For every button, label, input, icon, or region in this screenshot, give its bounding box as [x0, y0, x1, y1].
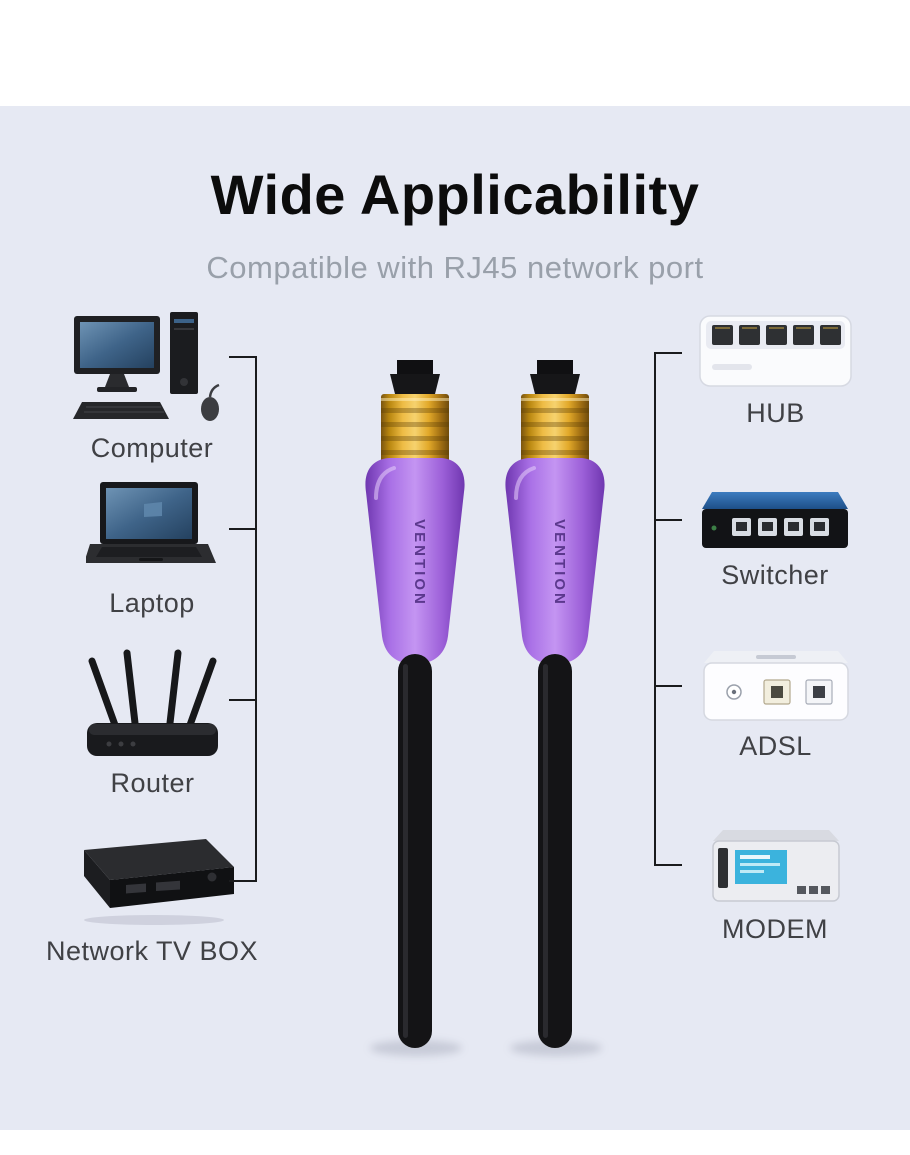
- bracket-tick-modem: [656, 864, 682, 866]
- bracket-tick-computer: [229, 356, 255, 358]
- device-computer: Computer: [62, 310, 242, 464]
- cable-shadow-left: [370, 1040, 462, 1056]
- brand-text-left: VENTION: [411, 519, 428, 607]
- bracket-tick-hub: [656, 352, 682, 354]
- device-label-adsl: ADSL: [739, 731, 812, 761]
- adsl-icon: [703, 651, 849, 721]
- device-label-laptop: Laptop: [109, 588, 195, 618]
- bracket-tick-adsl: [656, 685, 682, 687]
- device-adsl: ADSL: [698, 648, 853, 762]
- hub-icon: [699, 315, 852, 387]
- laptop-icon: [86, 482, 216, 563]
- rj45-connector-right: VENTION: [505, 360, 605, 1048]
- background-panel: [0, 106, 910, 1130]
- device-label-computer: Computer: [90, 433, 214, 463]
- bracket-tick-laptop: [229, 528, 255, 530]
- bracket-line-left: [255, 356, 257, 882]
- modem-icon: [712, 830, 840, 902]
- device-label-hub: HUB: [746, 398, 805, 428]
- page-subtitle: Compatible with RJ45 network port: [206, 250, 704, 285]
- device-label-switcher: Switcher: [721, 560, 829, 590]
- page-title: Wide Applicability: [210, 163, 700, 226]
- bracket-tick-network-tv-box: [229, 880, 255, 882]
- brand-text-right: VENTION: [551, 519, 568, 607]
- device-modem: MODEM: [705, 828, 845, 945]
- device-router: Router: [85, 645, 220, 799]
- computer-icon: [73, 312, 220, 421]
- switcher-icon: [702, 492, 848, 548]
- device-label-modem: MODEM: [722, 914, 828, 944]
- cable-shadow-right: [510, 1040, 602, 1056]
- device-laptop: Laptop: [82, 480, 222, 619]
- bracket-tick-switcher: [656, 519, 682, 521]
- router-icon: [87, 649, 218, 756]
- device-label-router: Router: [110, 768, 195, 798]
- bracket-tick-router: [229, 699, 255, 701]
- device-label-network-tv-box: Network TV BOX: [45, 936, 259, 966]
- device-switcher: Switcher: [700, 490, 850, 591]
- network-tv-box-icon: [84, 839, 234, 925]
- bracket-line-right: [654, 352, 656, 866]
- rj45-connector-left: VENTION: [365, 360, 465, 1048]
- device-network-tv-box: Network TV BOX: [45, 836, 259, 967]
- device-hub: HUB: [698, 312, 853, 429]
